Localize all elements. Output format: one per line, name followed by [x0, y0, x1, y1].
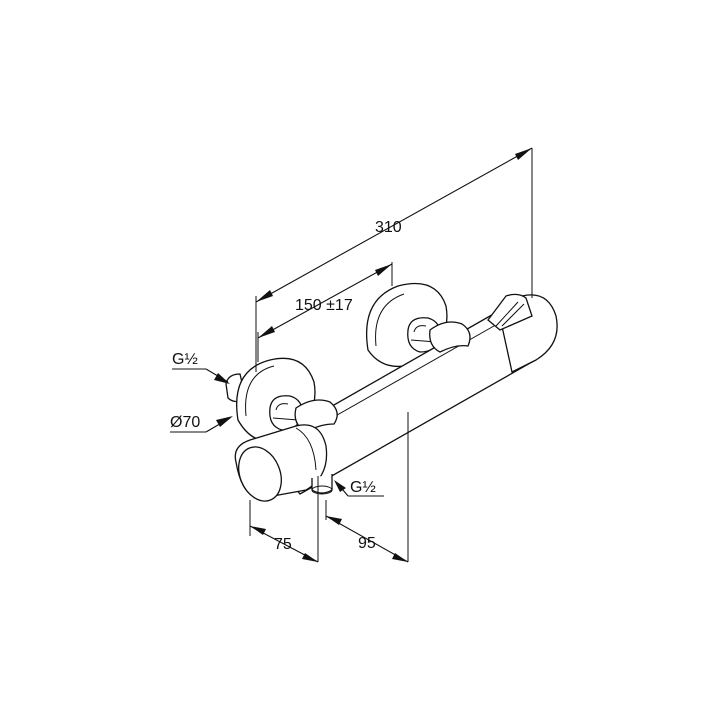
- dimension-150-label: 150 ±17: [295, 297, 353, 314]
- dimension-310: 310: [255, 147, 533, 303]
- dimension-75: 75: [249, 525, 319, 563]
- dimension-lines: 310 150 ±17 G½ Ø70 G½: [170, 147, 533, 563]
- thread-callout-outlet: G½: [334, 479, 384, 497]
- flow-control-handle: [234, 424, 328, 502]
- thread-callout-left: G½: [172, 351, 230, 384]
- dimension-95: 95: [325, 515, 409, 563]
- thread-outlet-label: G½: [350, 479, 376, 496]
- mixer-main-body: [261, 301, 555, 495]
- bottom-outlet: [311, 474, 333, 495]
- dimension-95-label: 95: [358, 535, 376, 552]
- dimension-150: 150 ±17: [257, 263, 393, 339]
- diameter-label: Ø70: [170, 414, 200, 431]
- temperature-handle: [487, 293, 558, 373]
- dimension-310-label: 310: [375, 219, 402, 236]
- thread-left-label: G½: [172, 351, 198, 368]
- dimension-75-label: 75: [274, 536, 292, 553]
- mixer-body-group: [225, 282, 558, 502]
- diameter-callout: Ø70: [170, 414, 233, 433]
